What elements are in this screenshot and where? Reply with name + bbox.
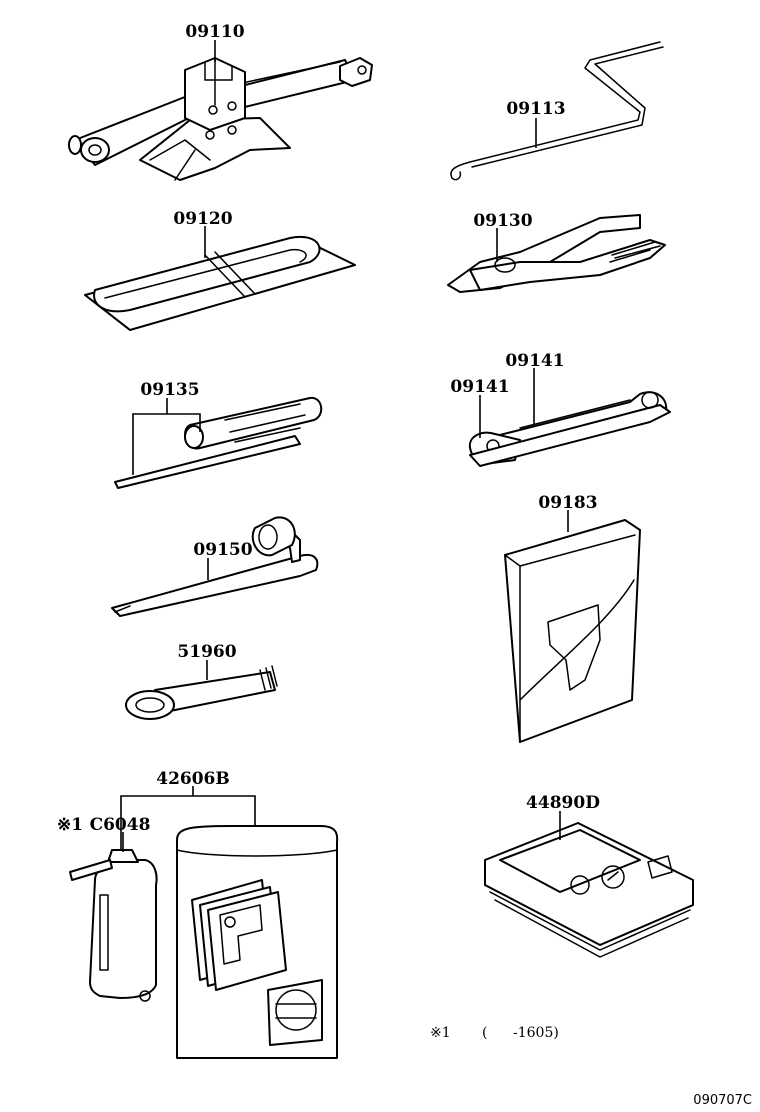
towing-eye-illustration xyxy=(125,665,278,720)
jack-handle-illustration xyxy=(450,41,664,181)
kit-bag-illustration xyxy=(504,519,641,743)
sealant-part-number: C6048 xyxy=(90,815,151,835)
footnote-open-paren: ( xyxy=(482,1025,487,1041)
sealant-marker: ※1 xyxy=(57,815,83,835)
compressor-part-number: 44890D xyxy=(526,793,600,813)
screwdriver-part-number: 09135 xyxy=(140,380,199,400)
handle-part-number: 09113 xyxy=(506,99,565,119)
kit-bag-part-number: 09183 xyxy=(538,493,597,513)
lug-wrench-part-number: 09150 xyxy=(193,540,252,560)
wrench-b-part-number: 09141 xyxy=(505,351,564,371)
screwdriver-illustration xyxy=(114,396,323,489)
tool-bag-part-number: 09120 xyxy=(173,209,232,229)
compressor-illustration xyxy=(484,822,694,958)
footnote-range: -1605) xyxy=(513,1025,559,1041)
wrench-a-part-number: 09141 xyxy=(450,377,509,397)
sealant-bottle-illustration xyxy=(69,849,158,1002)
pliers-illustration xyxy=(447,214,666,293)
lug-wrench-illustration xyxy=(111,516,319,617)
tool-bag-illustration xyxy=(84,235,356,331)
wrench-illustration xyxy=(468,391,671,467)
footnote-mark: ※1 xyxy=(430,1025,451,1041)
repair-kit-bag-illustration xyxy=(176,825,339,1059)
figure-code: 090707C xyxy=(693,1093,752,1108)
pliers-part-number: 09130 xyxy=(473,211,532,231)
towing-eye-part-number: 51960 xyxy=(177,642,236,662)
jack-illustration xyxy=(68,57,373,181)
repair-kit-part-number: 42606B xyxy=(156,769,230,789)
jack-part-number: 09110 xyxy=(185,22,244,42)
repair-kit-bracket xyxy=(120,795,256,855)
